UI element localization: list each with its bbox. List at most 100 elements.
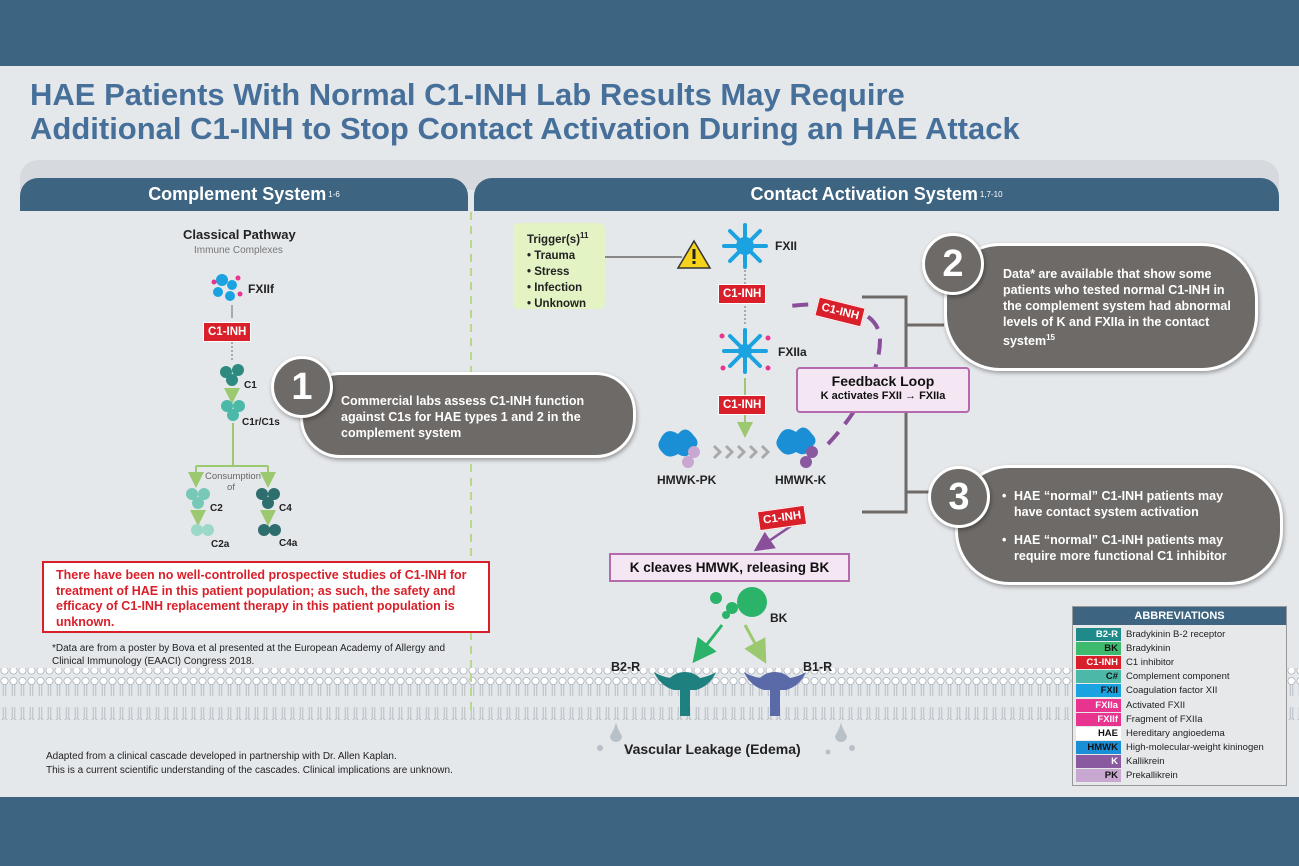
abbreviation-row: HAE Hereditary angioedema (1076, 726, 1283, 740)
trigger-item-label: Trauma (534, 249, 576, 262)
abbreviation-definition: Prekallikrein (1126, 770, 1178, 782)
c4-molecule-icon (256, 488, 280, 509)
abbreviation-row: PK Prekallikrein (1076, 769, 1283, 783)
vascular-leakage-label: Vascular Leakage (Edema) (624, 741, 801, 757)
c4a-label: C4a (279, 538, 298, 549)
c2a-label: C2a (211, 539, 230, 550)
adapted-line-2: This is a current scientific understandi… (46, 765, 453, 776)
bottom-band (0, 797, 1299, 866)
trigger-item-label: Unknown (534, 297, 586, 310)
abbreviation-key: FXII (1076, 684, 1121, 698)
c2-molecule-icon (186, 488, 210, 509)
abbreviation-key: C1-INH (1076, 655, 1121, 669)
contact-c1-inh-badge-2: C1-INH (718, 395, 767, 415)
fluid-droplet-icon (597, 722, 855, 755)
contact-header-ref: 1,7-10 (979, 190, 1003, 199)
abbreviation-key: K (1076, 755, 1121, 769)
c4-label: C4 (279, 503, 292, 514)
contact-header-text: Contact Activation System (750, 184, 978, 204)
fxiif-label: FXIIf (248, 282, 274, 296)
top-band (0, 0, 1299, 66)
abbreviation-key: FXIIa (1076, 698, 1121, 712)
b2-receptor-icon (654, 672, 716, 716)
abbreviation-key: B2-R (1076, 627, 1121, 641)
complement-header-text: Complement System (148, 184, 327, 204)
trigger-item: • Trauma (527, 249, 576, 262)
complement-c1-inh-badge: C1-INH (203, 322, 252, 342)
trigger-item-label: Infection (534, 281, 583, 294)
b1-receptor-icon (744, 672, 806, 716)
data-footnote: *Data are from a poster by Bova et al pr… (52, 643, 446, 667)
hmwk-k-molecule-icon (776, 427, 818, 468)
callout-3-item: • HAE “normal” C1-INH patients may requir… (1002, 532, 1262, 564)
fxiif-molecule-icon (211, 274, 243, 301)
abbreviations-header: ABBREVIATIONS (1073, 607, 1286, 625)
c1-molecule-icon (220, 364, 244, 386)
abbreviation-definition: Fragment of FXIIa (1126, 713, 1203, 725)
abbreviation-definition: High-molecular-weight kininogen (1126, 742, 1264, 754)
trigger-item: • Infection (527, 281, 583, 294)
callout-2-number: 2 (922, 233, 984, 295)
conversion-chevrons-icon (712, 444, 771, 460)
classical-pathway-title: Classical Pathway (183, 227, 296, 242)
hmwk-k-label: HMWK-K (775, 473, 827, 487)
k-cleaves-box: K cleaves HMWK, releasing BK (609, 553, 850, 582)
abbreviation-key: PK (1076, 769, 1121, 783)
callout-2-bubble: Data* are available that show some patie… (944, 243, 1258, 371)
k-cleaves-text: K cleaves HMWK, releasing BK (629, 560, 830, 575)
c1r-c1s-molecule-icon (221, 400, 245, 421)
callout-2-text: Data* are available that show some patie… (1003, 266, 1239, 349)
c2a-molecule-icon (191, 524, 214, 536)
callout-2-ref: 15 (1046, 333, 1055, 342)
abbreviation-key: FXIIf (1076, 712, 1121, 726)
c1-label: C1 (244, 380, 257, 391)
trigger-title-text: Trigger(s) (527, 233, 581, 246)
callout-3-bubble: •HAE “normal” C1-INH patients may have c… (955, 465, 1283, 585)
abbreviation-definition: Activated FXII (1126, 699, 1186, 711)
callout-1-number: 1 (271, 356, 333, 418)
trigger-item: • Unknown (527, 297, 586, 310)
warning-box: There have been no well-controlled prosp… (42, 561, 490, 633)
fxii-label: FXII (775, 239, 798, 253)
title-line-2: Additional C1-INH to Stop Contact Activa… (30, 111, 1020, 146)
trigger-item: • Stress (527, 265, 570, 278)
adapted-line-1: Adapted from a clinical cascade develope… (46, 751, 397, 762)
contact-c1-inh-badge-1: C1-INH (718, 284, 767, 304)
abbreviation-definition: Coagulation factor XII (1126, 685, 1218, 697)
b2r-label: B2-R (611, 660, 641, 674)
title-line-1: HAE Patients With Normal C1-INH Lab Resu… (30, 77, 905, 112)
page-title: HAE Patients With Normal C1-INH Lab Resu… (30, 78, 1020, 146)
abbreviation-key: HMWK (1076, 741, 1121, 755)
abbreviation-definition: Hereditary angioedema (1126, 727, 1225, 739)
bullet: • (1002, 533, 1007, 547)
consumption-label: Consumption of (205, 471, 261, 493)
abbreviation-key: C# (1076, 670, 1121, 684)
c2-label: C2 (210, 503, 223, 514)
callout-3-number: 3 (928, 466, 990, 528)
callout-3-item-text: HAE “normal” C1-INH patients may require… (1014, 533, 1227, 563)
abbreviation-row: FXIIf Fragment of FXIIa (1076, 712, 1283, 726)
callout-2-text-body: Data* are available that show some patie… (1003, 267, 1231, 349)
immune-complexes-label: Immune Complexes (194, 245, 283, 256)
warning-icon (676, 239, 712, 269)
abbreviation-key: BK (1076, 641, 1121, 655)
bullet: • (1002, 489, 1007, 503)
abbreviation-row: FXIIa Activated FXII (1076, 698, 1283, 712)
fxiia-label: FXIIa (778, 345, 807, 359)
abbreviation-definition: Complement component (1126, 671, 1230, 683)
callout-1-bubble: Commercial labs assess C1-INH function a… (300, 372, 636, 458)
abbreviation-row: C# Complement component (1076, 670, 1283, 684)
b1r-label: B1-R (803, 660, 833, 674)
c1r-c1s-label: C1r/C1s (242, 417, 280, 428)
abbreviation-row: FXII Coagulation factor XII (1076, 684, 1283, 698)
feedback-loop-subtitle: K activates FXII → FXIIa (820, 390, 946, 402)
abbreviation-key: HAE (1076, 726, 1121, 740)
